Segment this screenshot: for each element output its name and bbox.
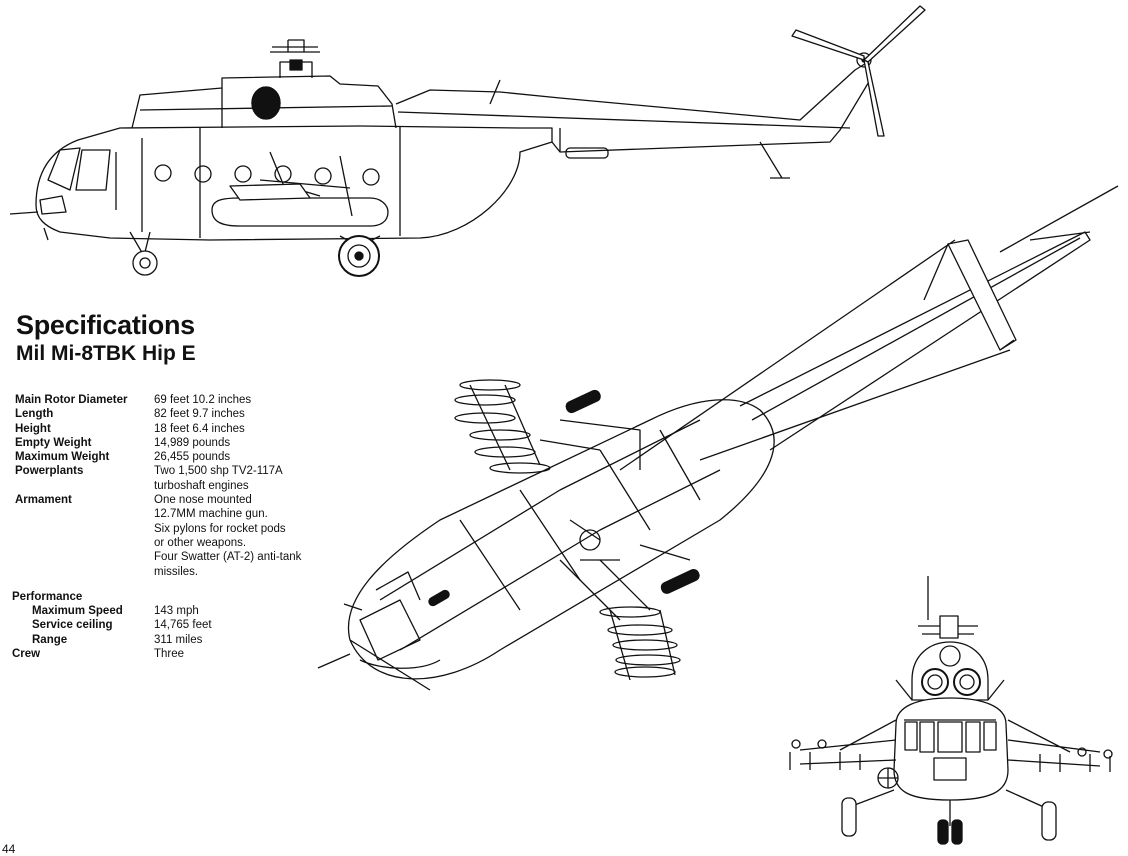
spec-value: or other weapons. — [154, 536, 247, 549]
spec-label — [0, 565, 154, 579]
spec-value: Two 1,500 shp TV2-117A — [154, 465, 283, 478]
spec-row: Four Swatter (AT-2) anti-tank — [0, 550, 330, 564]
spec-value: Six pylons for rocket pods — [154, 522, 286, 535]
page-number: 44 — [2, 842, 16, 856]
spec-label: Range — [32, 633, 68, 646]
spec-label: Main Rotor Diameter — [15, 394, 128, 406]
spec-value: One nose mounted — [154, 494, 252, 507]
spec-label — [0, 536, 154, 550]
spec-value: 12.7MM machine gun. — [154, 508, 268, 521]
spec-value: Four Swatter (AT-2) anti-tank — [154, 551, 302, 564]
spec-row: Service ceiling 14,765 feet — [0, 618, 330, 632]
spec-row: Maximum Weight 26,455 pounds — [0, 450, 330, 464]
plan-view-drawing — [318, 186, 1118, 690]
spec-label: Maximum Speed — [32, 605, 123, 618]
spec-value: 69 feet 10.2 inches — [154, 394, 252, 406]
spec-value: Three — [154, 648, 185, 661]
spec-value: 14,765 feet — [154, 619, 212, 632]
spec-label: Length — [15, 408, 54, 421]
spec-label: Powerplants — [15, 465, 84, 478]
spec-row: Performance — [0, 590, 330, 604]
spec-row: Length 82 feet 9.7 inches — [0, 407, 330, 421]
spec-label: Maximum Weight — [15, 451, 110, 464]
spec-label: Height — [15, 422, 51, 435]
spec-value: missiles. — [154, 565, 199, 578]
spec-value: 14,989 pounds — [154, 436, 231, 449]
spec-value: turboshaft engines — [154, 479, 249, 492]
spec-label: Empty Weight — [15, 436, 92, 449]
spec-label — [0, 522, 154, 536]
spec-label: Crew — [12, 648, 41, 661]
spec-row: Crew Three — [0, 647, 330, 661]
spec-spacer — [0, 579, 330, 590]
spec-row: Armament One nose mounted — [0, 493, 330, 507]
spec-label: Armament — [15, 494, 72, 507]
specifications-title: Specifications — [16, 310, 195, 340]
spec-value: 82 feet 9.7 inches — [154, 408, 245, 421]
spec-value: 143 mph — [154, 605, 199, 618]
front-view-drawing — [790, 576, 1112, 844]
spec-row: Main Rotor Diameter 69 feet 10.2 inches — [0, 393, 330, 407]
spec-row: or other weapons. — [0, 536, 330, 550]
spec-value: 18 feet 6.4 inches — [154, 422, 245, 435]
spec-label — [0, 550, 154, 564]
spec-row: 12.7MM machine gun. — [0, 507, 330, 521]
spec-row: Range 311 miles — [0, 633, 330, 647]
spec-row: missiles. — [0, 565, 330, 579]
side-view-drawing — [10, 6, 925, 276]
spec-row: Maximum Speed 143 mph — [0, 604, 330, 618]
spec-label: Service ceiling — [32, 619, 113, 632]
spec-value — [154, 590, 330, 604]
spec-row: Powerplants Two 1,500 shp TV2-117A — [0, 464, 330, 478]
spec-label — [0, 479, 154, 493]
spec-label — [0, 507, 154, 521]
spec-row: Empty Weight 14,989 pounds — [0, 436, 330, 450]
spec-row: turboshaft engines — [0, 479, 330, 493]
spec-label: Performance — [12, 590, 83, 603]
spec-row: Six pylons for rocket pods — [0, 522, 330, 536]
spec-row: Height 18 feet 6.4 inches — [0, 422, 330, 436]
aircraft-model-subtitle: Mil Mi-8TBK Hip E — [16, 342, 196, 365]
spec-value: 311 miles — [154, 633, 203, 646]
spec-value: 26,455 pounds — [154, 451, 231, 464]
